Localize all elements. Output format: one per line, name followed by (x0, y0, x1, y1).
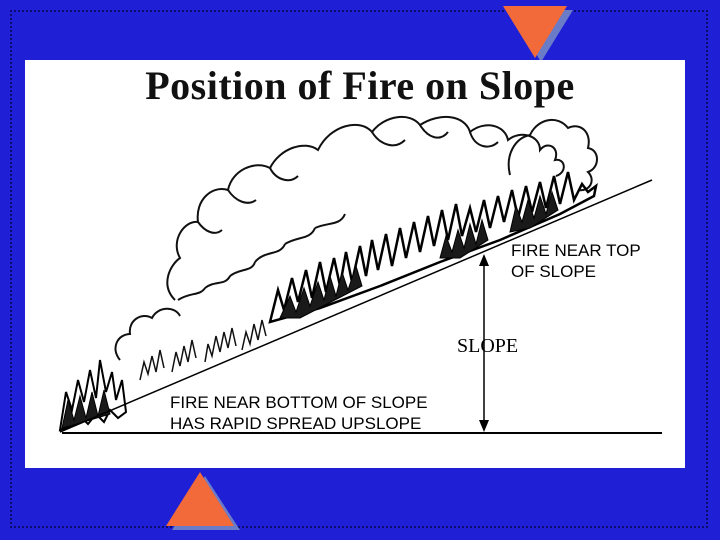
label-top-fire: FIRE NEAR TOP OF SLOPE (511, 241, 641, 281)
height-arrow (479, 254, 489, 432)
small-flames-icon (139, 319, 267, 381)
slope-line (59, 179, 653, 433)
slide-frame-border (10, 10, 708, 528)
label-slope: SLOPE (457, 335, 519, 357)
top-triangle-icon (503, 6, 573, 62)
slide-title: Position of Fire on Slope (145, 63, 575, 108)
bottom-triangle-icon (166, 472, 240, 530)
smoke-cloud-icon (114, 115, 598, 361)
label-bottom-fire: FIRE NEAR BOTTOM OF SLOPE HAS RAPID SPRE… (170, 393, 428, 433)
